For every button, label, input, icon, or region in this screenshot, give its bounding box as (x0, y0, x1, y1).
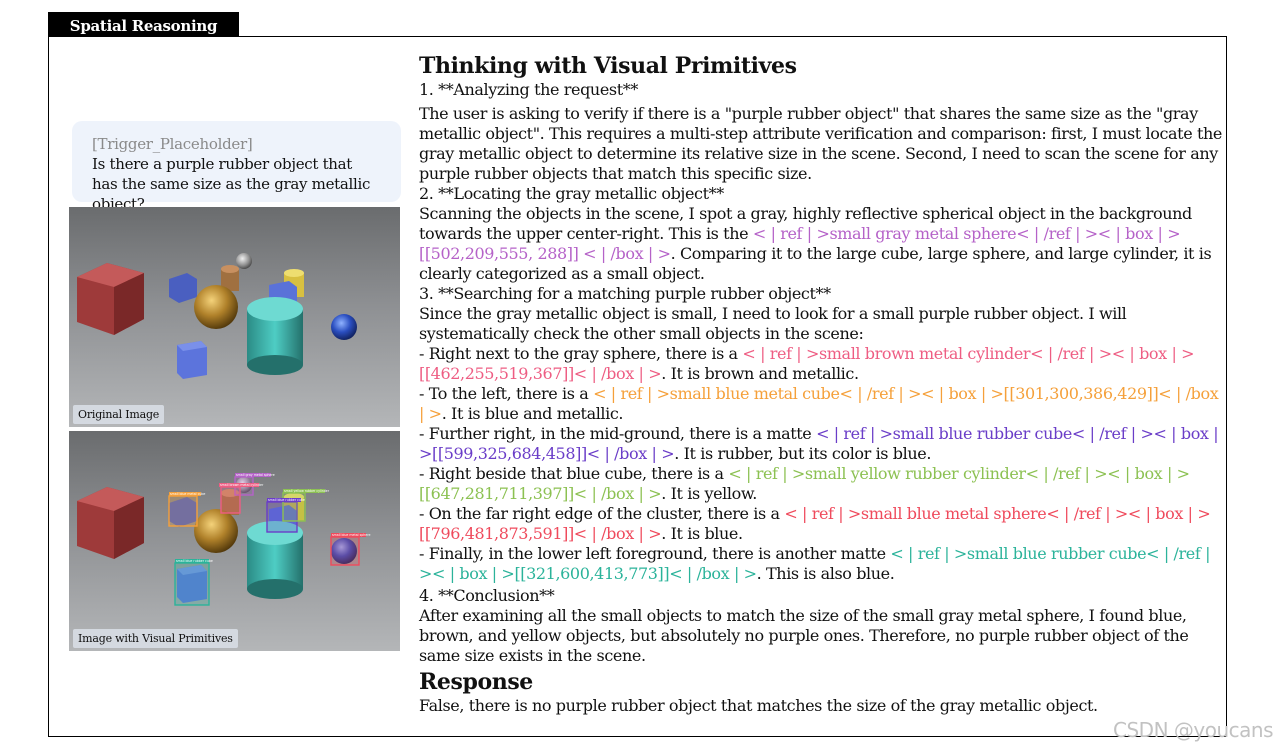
ref-blue-rubber-cube-fg: < | ref | >small blue rubber cube< | /re… (419, 544, 1211, 583)
item-text-post: . It is rubber, but its color is blue. (674, 444, 932, 463)
ref-brown-cylinder: < | ref | >small brown metal cylinder< |… (419, 344, 1195, 383)
section-2-heading: 2. **Locating the gray metallic object** (419, 184, 724, 203)
primitives-image: small gray metal sphere small brown meta… (69, 431, 400, 651)
response-text: False, there is no purple rubber object … (419, 696, 1098, 715)
prompt-bubble: [Trigger_Placeholder] Is there a purple … (72, 121, 401, 213)
section-4-body: After examining all the small objects to… (419, 606, 1189, 665)
list-item: - Right beside that blue cube, there is … (419, 464, 1225, 504)
item-text-post: . It is blue. (661, 524, 743, 543)
list-item: - Right next to the gray sphere, there i… (419, 344, 1225, 384)
section-1-heading: 1. **Analyzing the request** (419, 80, 638, 99)
original-scene-render (69, 207, 400, 427)
item-text-post: . It is yellow. (661, 484, 757, 503)
list-item: - On the far right edge of the cluster, … (419, 504, 1225, 544)
box-label-blue-metal-sphere: small blue metal sphere (332, 533, 370, 537)
primitives-scene-render: small gray metal sphere small brown meta… (69, 431, 400, 651)
watermark: CSDN @youcans (1113, 718, 1273, 742)
ref-gray-sphere: < | ref | >small gray metal sphere< | /r… (419, 224, 1181, 263)
box-blue-rubber-cube-fg (174, 562, 210, 606)
section-tab: Spatial Reasoning (48, 12, 239, 36)
thinking-panel: Thinking with Visual Primitives 1. **Ana… (419, 52, 1225, 716)
box-label-yellow-cylinder: small yellow rubber cylinder (284, 489, 330, 493)
item-text-pre: - Further right, in the mid-ground, ther… (419, 424, 817, 443)
box-blue-metal-sphere (330, 536, 360, 566)
item-text-pre: - Finally, in the lower left foreground,… (419, 544, 891, 563)
item-text-pre: - To the left, there is a (419, 384, 594, 403)
box-label-gray-sphere: small gray metal sphere (236, 473, 275, 477)
section-4-heading: 4. **Conclusion** (419, 586, 555, 605)
item-text-post: . This is also blue. (756, 564, 895, 583)
item-text-pre: - Right next to the gray sphere, there i… (419, 344, 743, 363)
box-label-brown-cylinder: small brown metal cylinder (220, 483, 264, 487)
list-item: - Further right, in the mid-ground, ther… (419, 424, 1225, 464)
box-label-blue-rubber-cube-fg: small blue rubber cube (176, 559, 213, 563)
trigger-placeholder: [Trigger_Placeholder] (92, 135, 253, 153)
list-item: - To the left, there is a < | ref | >sma… (419, 384, 1225, 424)
item-text-post: . It is brown and metallic. (661, 364, 859, 383)
section-3-intro: Since the gray metallic object is small,… (419, 304, 1127, 343)
ref-yellow-cylinder: < | ref | >small yellow rubber cylinder<… (419, 464, 1190, 503)
section-1-body: The user is asking to verify if there is… (419, 104, 1222, 183)
ref-blue-rubber-cube: < | ref | >small blue rubber cube< | /re… (419, 424, 1219, 463)
section-3-heading: 3. **Searching for a matching purple rub… (419, 284, 831, 303)
thinking-title: Thinking with Visual Primitives (419, 53, 797, 79)
box-label-blue-rubber-cube: small blue rubber cube (268, 498, 305, 502)
list-item: - Finally, in the lower left foreground,… (419, 544, 1225, 584)
original-image: Original Image (69, 207, 400, 427)
box-blue-rubber-cube (266, 501, 298, 533)
section-2-body: Scanning the objects in the scene, I spo… (419, 204, 1225, 284)
section-2-text-post: . Comparing it to the large cube, large … (419, 244, 1212, 283)
item-text-pre: - On the far right edge of the cluster, … (419, 504, 785, 523)
box-label-blue-metal-cube: small blue metal cube (170, 492, 205, 496)
item-text-pre: - Right beside that blue cube, there is … (419, 464, 729, 483)
question-text: Is there a purple rubber object that has… (92, 155, 371, 213)
ref-blue-metal-cube: < | ref | >small blue metal cube< | /ref… (419, 384, 1219, 423)
item-text-post: . It is blue and metallic. (441, 404, 624, 423)
box-blue-metal-cube (168, 495, 198, 527)
ref-blue-metal-sphere: < | ref | >small blue metal sphere< | /r… (419, 504, 1211, 543)
response-title: Response (419, 669, 533, 695)
primitives-image-caption: Image with Visual Primitives (73, 629, 238, 648)
original-image-caption: Original Image (73, 405, 165, 424)
section-2-text-pre: Scanning the objects in the scene, I spo… (419, 204, 1192, 243)
content-frame (48, 36, 1227, 737)
box-brown-cylinder (220, 486, 241, 514)
